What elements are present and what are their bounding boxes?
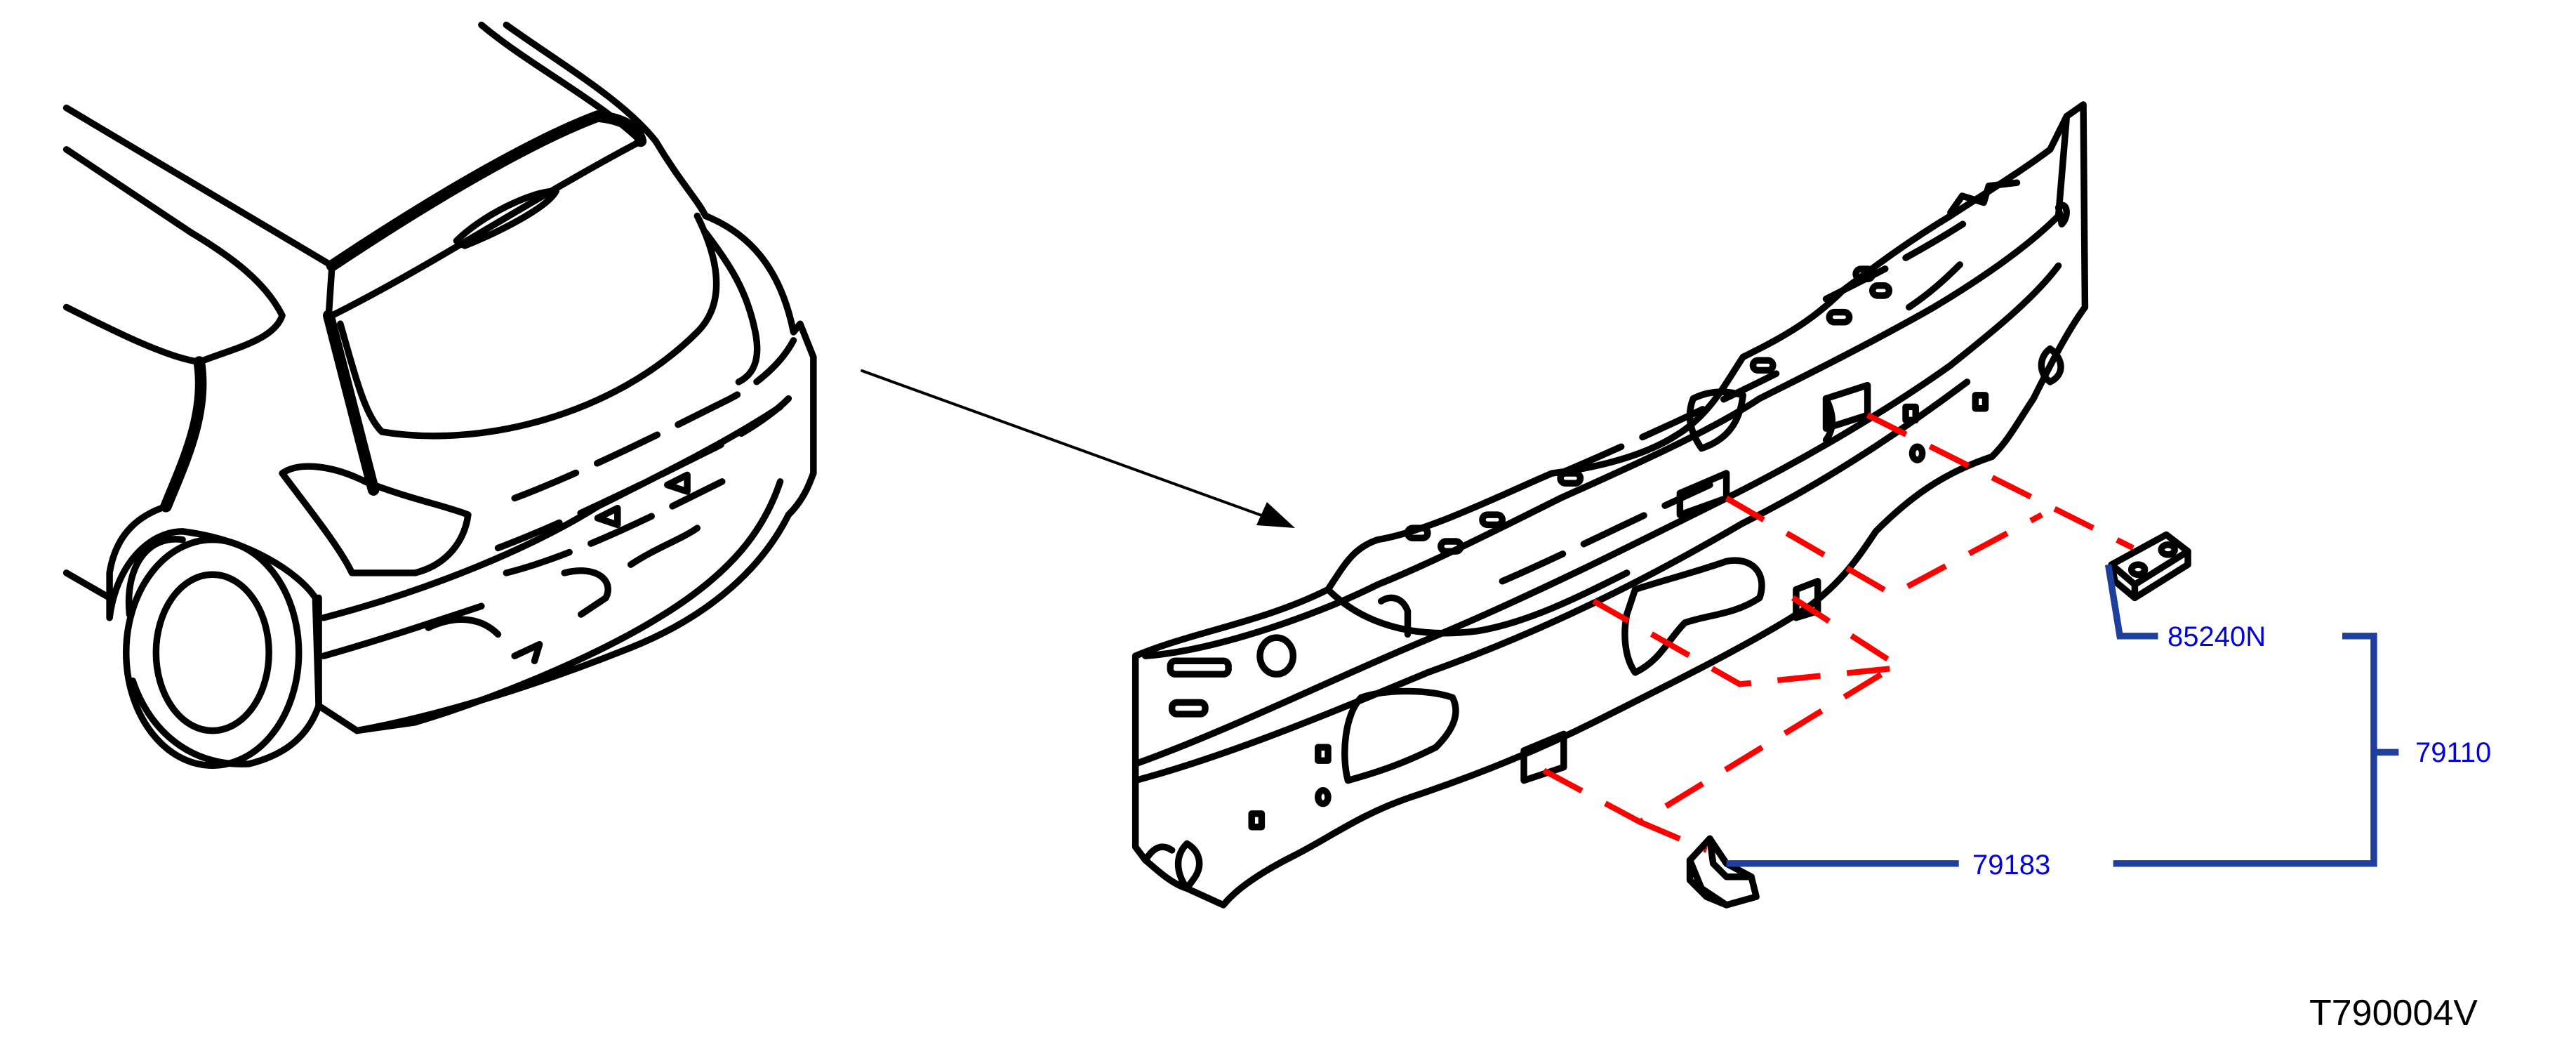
direction-arrow [861, 369, 1295, 528]
part-label-79110: 79110 [2415, 737, 2491, 768]
vehicle-rear-illustration [62, 21, 817, 769]
bracket-85240n-illustration [2108, 531, 2191, 602]
rear-panel-assembly [1131, 101, 2089, 909]
bracket-79183-illustration [1686, 835, 1760, 909]
part-label-85240n: 85240N [2167, 621, 2266, 652]
part-label-79183: 79183 [1972, 850, 2050, 881]
alignment-lines [1542, 412, 2135, 853]
leader-lines [1726, 564, 2399, 867]
drawing-code: T790004V [2309, 993, 2478, 1034]
